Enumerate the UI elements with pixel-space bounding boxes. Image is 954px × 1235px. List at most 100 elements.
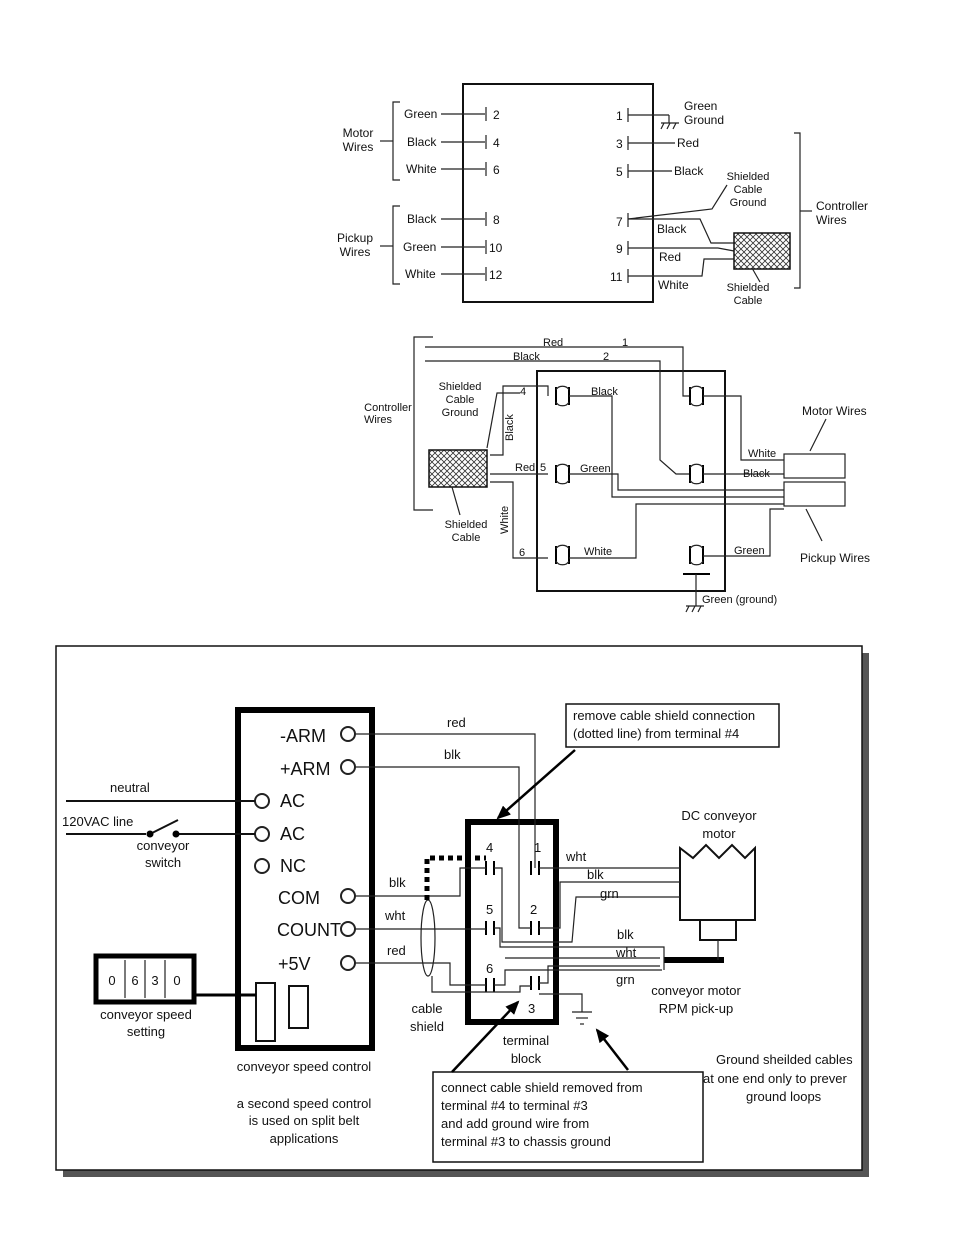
left-terminal-2: Green 2: [404, 107, 500, 122]
left-terminal-number: 10: [489, 241, 503, 255]
ground-note-line-3: ground loops: [746, 1089, 822, 1104]
right-wire-label: Black: [674, 164, 704, 178]
speed-digit: 3: [151, 973, 158, 988]
terminal-block-box: [465, 819, 559, 1025]
motor-wire-grn: grn: [600, 886, 619, 901]
motor-wire-wht: wht: [565, 849, 587, 864]
motor-connector: [783, 453, 846, 479]
diagram-connector-block: Controller Wires Red 1 Black 2: [364, 336, 870, 613]
wire-label-red: red: [387, 943, 406, 958]
shielded-cable-ground-label-1: Shielded: [439, 381, 482, 393]
terminal-block-label-2: block: [511, 1051, 542, 1066]
motor-wires-brace: [392, 101, 400, 181]
speed-setting-label-1: conveyor speed: [100, 1007, 192, 1022]
top-wire-black-num: 2: [603, 351, 609, 363]
shielded-cable-ground-label-2: Cable: [734, 184, 763, 196]
block-num: 3: [528, 1001, 535, 1016]
pickup-wire-blk: blk: [617, 927, 634, 942]
note-remove-line-2: (dotted line) from terminal #4: [573, 726, 739, 741]
left-terminal-number: 8: [493, 213, 500, 227]
wire-black-right: Black: [743, 468, 770, 480]
left-wire-label: White: [405, 267, 436, 281]
left-wire-label: Green: [404, 107, 437, 121]
wire-white-right: White: [748, 448, 776, 460]
pickup-wires-brace: [392, 205, 400, 285]
removed-shield-connection: [424, 855, 486, 900]
controller-wires-label-2: Wires: [364, 414, 393, 426]
rpm-pickup-label-2: RPM pick-up: [659, 1001, 733, 1016]
wire-label-wht: wht: [384, 908, 406, 923]
controller-wires-brace: [413, 336, 433, 511]
shielded-cable-label-1: Shielded: [727, 282, 770, 294]
note-remove-line-1: remove cable shield connection: [573, 708, 755, 723]
note-connect-box: [432, 1071, 704, 1163]
num-5: 5: [540, 462, 546, 474]
terminal-label: COUNT: [277, 920, 341, 940]
left-terminal-number: 6: [493, 163, 500, 177]
top-wire-red-num: 1: [622, 337, 628, 349]
right-terminal-7: 7 Black: [616, 184, 734, 244]
pickup-connector: [783, 481, 846, 507]
controller-wires-brace: [794, 132, 801, 289]
switch-slot: [255, 982, 276, 1042]
left-terminal-4: Black 4: [407, 135, 500, 150]
cable-shield-label-1: cable: [411, 1001, 442, 1016]
pickup-wires-label-1: Pickup: [337, 231, 373, 245]
second-control-note-1: a second speed control: [237, 1096, 372, 1111]
arrow-icon: [496, 749, 576, 820]
cable-shield-label-2: shield: [410, 1019, 444, 1034]
left-wire-label: Black: [407, 212, 437, 226]
shielded-cable-ground-label-3: Ground: [442, 407, 479, 419]
wire-label-blk-top: blk: [444, 747, 461, 762]
right-terminal-number: 9: [616, 242, 623, 256]
motor-wires-label-1: Motor: [343, 126, 374, 140]
controller-wires-label-1: Controller: [364, 402, 412, 414]
diagram-speed-control: -ARM +ARM AC AC NC COM COUNT +5V neutral…: [55, 645, 869, 1177]
left-terminal-6: White 6: [406, 162, 500, 177]
right-terminal-number: 11: [610, 270, 623, 284]
shielded-cable-label-2: Cable: [734, 295, 763, 307]
note-remove-box: [565, 703, 780, 748]
speed-digit: 0: [108, 973, 115, 988]
pickup-wires-label-2: Wires: [340, 245, 371, 259]
wire-green-right: Green: [734, 545, 765, 557]
dc-motor-icon: [679, 843, 756, 921]
ground-label: Ground: [684, 113, 724, 127]
neutral-label: neutral: [110, 780, 150, 795]
terminal-label: COM: [278, 888, 320, 908]
speed-digit: 6: [131, 973, 138, 988]
speed-control-caption: conveyor speed control: [237, 1059, 372, 1074]
terminal-board-outline: [462, 83, 654, 303]
line-label: 120VAC line: [62, 814, 133, 829]
terminal-icon: [689, 385, 704, 407]
motor-wires-label: Motor Wires: [802, 404, 867, 418]
pickup-wire-wht: wht: [615, 945, 637, 960]
pickup-wires-label: Pickup Wires: [800, 551, 870, 565]
right-terminal-number: 5: [616, 165, 623, 179]
block-num: 1: [534, 840, 541, 855]
left-wire-label: White: [406, 162, 437, 176]
block-num: 5: [486, 902, 493, 917]
rpm-pickup-label-1: conveyor motor: [651, 983, 741, 998]
right-wire-label: White: [658, 278, 689, 292]
terminal-label: AC: [280, 791, 305, 811]
terminal-label: +5V: [278, 954, 311, 974]
note-connect-line-3: and add ground wire from: [441, 1116, 589, 1131]
right-wire-label: Black: [657, 222, 687, 236]
terminal-label: NC: [280, 856, 306, 876]
shielded-cable-label-1: Shielded: [445, 519, 488, 531]
wire-green-ground: Green (ground): [702, 594, 777, 606]
terminal-icon: [683, 544, 710, 575]
terminal-block-label-1: terminal: [503, 1033, 549, 1048]
motor-wire-blk: blk: [587, 867, 604, 882]
num-6: 6: [519, 547, 525, 559]
dc-motor-label-2: motor: [702, 826, 736, 841]
terminal-label: +ARM: [280, 759, 331, 779]
green-label: Green: [684, 99, 717, 113]
left-terminal-10: Green 10: [403, 240, 503, 255]
terminal-icon: [555, 463, 570, 485]
wire-red: Red: [515, 462, 535, 474]
wire-white-bottom: White: [584, 546, 612, 558]
terminal-icon: [555, 544, 570, 566]
terminal-label: -ARM: [280, 726, 326, 746]
